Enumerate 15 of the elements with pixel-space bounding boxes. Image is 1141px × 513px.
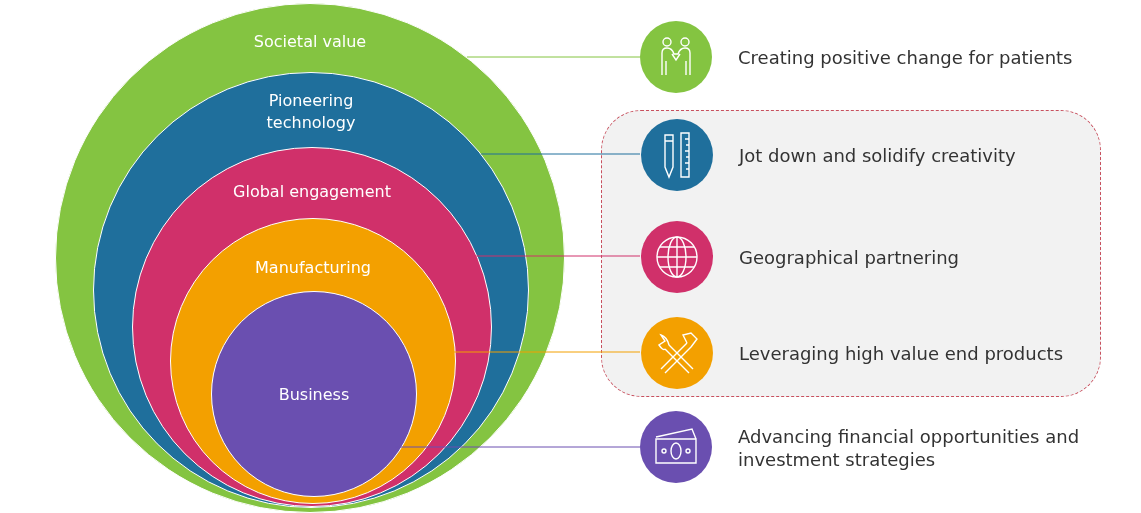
circle-label: Societal value bbox=[252, 31, 368, 53]
leader-line bbox=[475, 255, 641, 257]
description-text: Geographical partnering bbox=[739, 246, 960, 269]
description-text: Leveraging high value end products bbox=[739, 342, 1065, 365]
circle-label: Global engagement bbox=[232, 181, 392, 203]
leader-line bbox=[452, 351, 641, 353]
circle-label: Manufacturing bbox=[254, 257, 372, 279]
description-text: Creating positive change for patients bbox=[738, 46, 1074, 69]
leader-line bbox=[480, 153, 641, 155]
dashed-panel bbox=[601, 110, 1101, 397]
leader-line bbox=[466, 56, 641, 58]
description-text: Jot down and solidify creativity bbox=[739, 144, 1017, 167]
circle-label: Pioneering technology bbox=[265, 90, 357, 134]
circle-label: Business bbox=[277, 384, 351, 406]
description-text: Advancing financial opportunities and investment strategies bbox=[738, 425, 1081, 471]
